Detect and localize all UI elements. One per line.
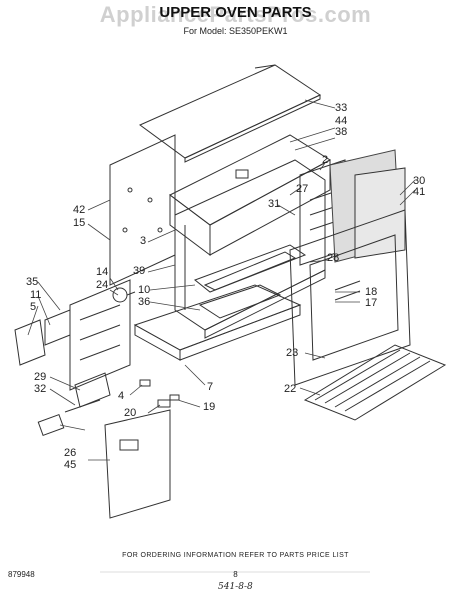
- callout-39: 39: [133, 265, 146, 277]
- callout-41: 41: [413, 186, 426, 198]
- left-side-panel: [109, 134, 176, 286]
- callout-27: 27: [296, 183, 309, 195]
- callout-30: 30: [413, 175, 426, 187]
- callout-5: 5: [30, 301, 37, 313]
- light-socket: [112, 287, 136, 303]
- terminal-block: [64, 372, 111, 413]
- page-title: UPPER OVEN PARTS: [159, 4, 312, 21]
- handwritten-note: 541-8-8: [218, 582, 253, 592]
- callout-29: 29: [34, 371, 47, 383]
- callout-45: 45: [64, 459, 77, 471]
- callout-10: 10: [138, 284, 151, 296]
- callout-42: 42: [73, 204, 86, 216]
- insulation-panel: [329, 149, 406, 263]
- callout-44: 44: [335, 115, 348, 127]
- leader-lines: [27, 99, 416, 461]
- callout-11: 11: [30, 289, 42, 301]
- callout-18: 18: [365, 286, 378, 298]
- oven-floor: [133, 284, 302, 361]
- top-cover-panel: [139, 64, 322, 163]
- callout-22: 22: [284, 383, 297, 395]
- callout-20: 20: [124, 407, 137, 419]
- callout-28: 28: [327, 252, 340, 264]
- switch: [37, 414, 65, 436]
- callout-32: 32: [34, 383, 47, 395]
- callout-26: 26: [64, 447, 77, 459]
- front-frame: [289, 209, 411, 386]
- callout-15: 15: [73, 217, 86, 229]
- oven-rack: [303, 344, 447, 421]
- callout-35: 35: [26, 276, 39, 288]
- callout-31: 31: [268, 198, 281, 210]
- callout-24: 24: [96, 279, 109, 291]
- callout-14: 14: [96, 266, 109, 278]
- model-subtitle: For Model: SE350PEKW1: [183, 26, 288, 36]
- callout-17: 17: [365, 297, 378, 309]
- callout-36: 36: [138, 296, 151, 308]
- callout-23: 23: [286, 347, 299, 359]
- page-number: 8: [233, 570, 238, 579]
- callout-3: 3: [140, 235, 147, 247]
- wire-cover: [14, 319, 46, 366]
- callout-7: 7: [207, 381, 214, 393]
- rear-access-panel: [104, 409, 171, 519]
- callout-19: 19: [203, 401, 216, 413]
- callout-4: 4: [118, 390, 125, 402]
- small-clips: [139, 379, 180, 408]
- callout-38: 38: [335, 126, 348, 138]
- document-code: 879948: [8, 570, 35, 579]
- control-bracket: [69, 279, 131, 391]
- upper-liner: [169, 134, 331, 256]
- callout-2: 2: [322, 154, 329, 166]
- callout-33: 33: [335, 102, 348, 114]
- ordering-note: FOR ORDERING INFORMATION REFER TO PARTS …: [122, 552, 349, 559]
- watermark: AppliancePartsPros.com: [99, 2, 372, 27]
- junction-box: [44, 309, 71, 346]
- bake-element: [193, 244, 307, 293]
